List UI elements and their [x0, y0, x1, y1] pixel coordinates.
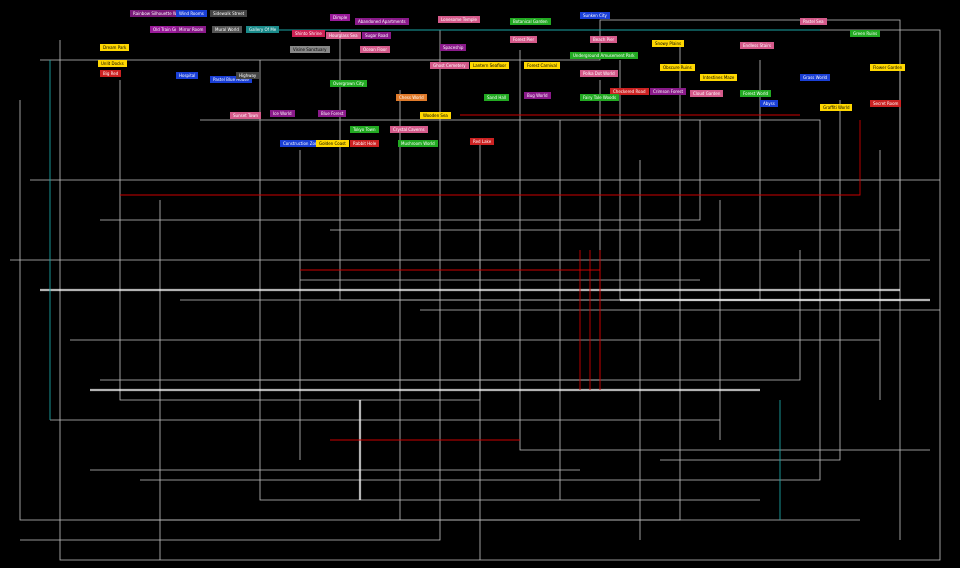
- node-hourglass-sea[interactable]: Hourglass Sea: [326, 32, 361, 39]
- node-shinto-shrine[interactable]: Shinto Shrine: [292, 30, 325, 37]
- node-endless-stairs[interactable]: Endless Stairs: [740, 42, 775, 49]
- node-mushroom-world[interactable]: Mushroom World: [398, 140, 438, 147]
- node-sunset-town[interactable]: Sunset Town: [230, 112, 262, 119]
- node-intestines-maze[interactable]: Intestines Maze: [700, 74, 738, 81]
- node-wind-rooms[interactable]: Wind Rooms: [176, 10, 207, 17]
- node-spaceship[interactable]: Spaceship: [440, 44, 467, 51]
- node-golden-coast[interactable]: Golden Coast: [316, 140, 349, 147]
- node-pastel-blue-house[interactable]: Pastel Blue House: [210, 76, 252, 83]
- node-mirror-room[interactable]: Mirror Room: [176, 26, 207, 33]
- node-gallery-of-me[interactable]: Gallery Of Me: [246, 26, 280, 33]
- node-secret-room[interactable]: Secret Room: [870, 100, 902, 107]
- node-mural-world[interactable]: Mural World: [212, 26, 242, 33]
- node-old-train-graveyard[interactable]: Old Train Graveyard: [150, 26, 196, 33]
- node-rabbit-hole[interactable]: Rabbit Hole: [350, 140, 380, 147]
- node-green-ruins[interactable]: Green Ruins: [850, 30, 881, 37]
- node-sunken-city[interactable]: Sunken City: [580, 12, 610, 19]
- node-pastel-sea[interactable]: Pastel Sea: [800, 18, 827, 25]
- node-tokyo-town[interactable]: Tokyo Town: [350, 126, 379, 133]
- node-cloud-garden[interactable]: Cloud Garden: [690, 90, 724, 97]
- node-overgrown-city[interactable]: Overgrown City: [330, 80, 368, 87]
- node-botanical-garden[interactable]: Botanical Garden: [510, 18, 551, 25]
- node-checkered-road[interactable]: Checkered Road: [610, 88, 649, 95]
- node-rainbow-silhouette-world[interactable]: Rainbow Silhouette World: [130, 10, 188, 17]
- node-sidewalk-street[interactable]: Sidewalk Street: [210, 10, 248, 17]
- node-ocean-floor[interactable]: Ocean Floor: [360, 46, 391, 53]
- node-sugar-road[interactable]: Sugar Road: [362, 32, 392, 39]
- node-crimson-forest[interactable]: Crimson Forest: [650, 88, 687, 95]
- node-hospital[interactable]: Hospital: [176, 72, 199, 79]
- node-graffiti-world[interactable]: Graffiti World: [820, 104, 853, 111]
- node-blue-forest[interactable]: Blue Forest: [318, 110, 347, 117]
- node-visine-sanctuary[interactable]: Visine Sanctuary: [290, 46, 330, 53]
- node-construction-zone[interactable]: Construction Zone: [280, 140, 323, 147]
- node-lonesome-temple[interactable]: Lonesome Temple: [438, 16, 480, 23]
- node-sand-hall[interactable]: Sand Hall: [484, 94, 510, 101]
- node-lantern-seafloor[interactable]: Lantern Seafloor: [470, 62, 510, 69]
- node-underground-amusement-park[interactable]: Underground Amusement Park: [570, 52, 638, 59]
- node-wooden-sea[interactable]: Wooden Sea: [420, 112, 451, 119]
- node-dimple[interactable]: Dimple: [330, 14, 351, 21]
- node-big-red[interactable]: Big Red: [100, 70, 122, 77]
- node-forest-world[interactable]: Forest World: [740, 90, 772, 97]
- node-crystal-caverns[interactable]: Crystal Caverns: [390, 126, 428, 133]
- node-forest-carnival[interactable]: Forest Carnival: [524, 62, 560, 69]
- node-polka-dot-world[interactable]: Polka Dot World: [580, 70, 618, 77]
- node-flower-garden[interactable]: Flower Garden: [870, 64, 906, 71]
- node-fairy-tale-woods[interactable]: Fairy Tale Woods: [580, 94, 620, 101]
- node-unlit-docks[interactable]: Unlit Docks: [98, 60, 127, 67]
- node-forest-pier[interactable]: Forest Pier: [510, 36, 538, 43]
- node-obscure-ruins[interactable]: Obscure Ruins: [660, 64, 695, 71]
- node-beach-pier[interactable]: Beach Pier: [590, 36, 618, 43]
- node-red-lake[interactable]: Red Lake: [470, 138, 495, 145]
- node-abandoned-apartments[interactable]: Abandoned Apartments: [355, 18, 409, 25]
- node-abyss[interactable]: Abyss: [760, 100, 778, 107]
- node-dream-park[interactable]: Dream Park: [100, 44, 130, 51]
- node-chess-world[interactable]: Chess World: [396, 94, 427, 101]
- node-snowy-plains[interactable]: Snowy Plains: [652, 40, 685, 47]
- node-highway[interactable]: Highway: [236, 72, 260, 79]
- node-ghost-cemetery[interactable]: Ghost Cemetery: [430, 62, 469, 69]
- node-ice-world[interactable]: Ice World: [270, 110, 295, 117]
- node-bug-world[interactable]: Bug World: [524, 92, 551, 99]
- node-grass-world[interactable]: Grass World: [800, 74, 831, 81]
